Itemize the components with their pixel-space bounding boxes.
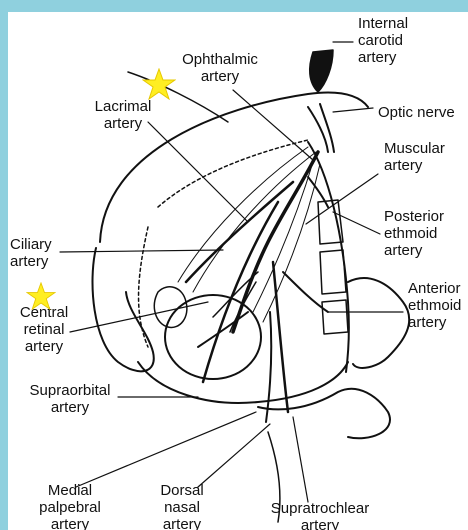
label-central-retinal: Central retinal artery [8, 304, 80, 355]
ophthalmic-artery-path [233, 152, 318, 332]
label-muscular: Muscular artery [384, 140, 445, 174]
leader-optic-nerve [333, 108, 373, 112]
orbit-roof-dotted [158, 140, 308, 207]
star-central-retinal [26, 282, 56, 310]
dorsal-nasal-path [266, 312, 271, 422]
label-optic-nerve: Optic nerve [378, 104, 455, 121]
label-supratrochlear: Supratrochlear artery [254, 500, 386, 530]
leader-dorsal-nasal [198, 424, 270, 487]
label-anterior-ethmoid: Anterior ethmoid artery [408, 280, 461, 331]
label-ciliary: Ciliary artery [10, 236, 52, 270]
label-posterior-ethmoid: Posterior ethmoid artery [384, 208, 444, 259]
nasal-wall [348, 278, 409, 368]
leader-lacrimal [148, 122, 248, 222]
orbit-outer-rim [92, 248, 153, 371]
label-lacrimal: Lacrimal artery [80, 98, 166, 132]
label-ophthalmic: Ophthalmic artery [174, 51, 266, 85]
ethmoid-cells [318, 200, 348, 334]
diagram-panel: Internal carotid artery Ophthalmic arter… [8, 12, 468, 530]
orbit-artery-illustration [8, 12, 468, 530]
orbit-medial-wall [308, 142, 349, 372]
leader-supratrochlear [293, 417, 308, 502]
label-medial-palpebral: Medial palpebral artery [30, 482, 110, 530]
optic-nerve-shape [308, 104, 334, 152]
label-dorsal-nasal: Dorsal nasal artery [148, 482, 216, 530]
lacrimal-artery-path [186, 182, 293, 282]
label-internal-carotid: Internal carotid artery [358, 15, 408, 66]
star-lacrimal [142, 68, 176, 100]
internal-carotid-shape [310, 50, 333, 92]
medial-rim [258, 389, 390, 439]
leader-medial-palpebral [76, 412, 256, 487]
label-supraorbital: Supraorbital artery [18, 382, 122, 416]
